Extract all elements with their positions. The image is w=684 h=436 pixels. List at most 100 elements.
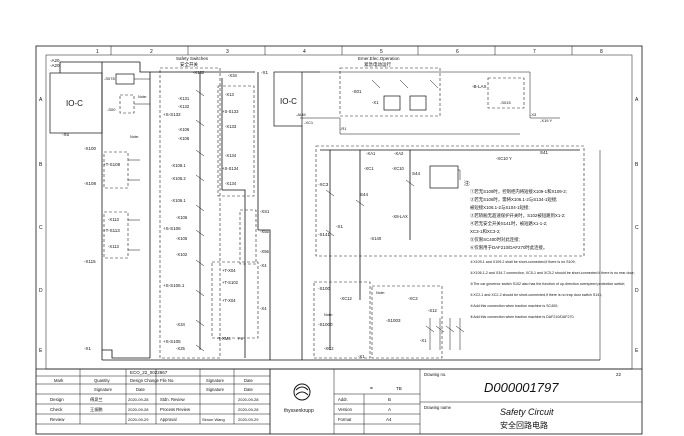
thyssenkrupp-logo: thyssenkrupp	[284, 383, 314, 414]
comp-x13: -X13	[225, 92, 235, 97]
note-cn-title: 注:	[464, 180, 470, 187]
ground-rail-label-top: -A20	[50, 58, 60, 63]
tb-name2-review: Simon Wang	[202, 417, 225, 422]
tb-scale: =	[370, 386, 373, 392]
comp-pe: PE	[238, 336, 244, 341]
tb-drawing-name-en: Safety Circuit	[500, 407, 554, 417]
safety-switches-frame	[159, 67, 221, 359]
comp-s-s132: +S-S132	[163, 112, 181, 117]
comp-x100: -X100	[84, 146, 97, 151]
comp-s015: -B-LAX	[472, 84, 487, 89]
safety-gear-frame	[313, 281, 371, 359]
note-cn-line-6: XC3-1和XC3-2;	[470, 228, 501, 235]
tb-format-value: A4	[386, 417, 392, 422]
comp-xs1: -XS1	[260, 209, 270, 214]
comp-x105: -X105	[176, 236, 188, 241]
row-label-d-left: D	[39, 288, 43, 294]
comp-x4-b: -X4	[260, 306, 267, 311]
title-block: ECO_22_0022867 22 Mark Quantity Design C…	[36, 368, 642, 434]
tb-role-review: Review	[50, 417, 65, 422]
comp-xc12: -XC12	[340, 296, 353, 301]
note-cn-line-3: 被短接X106.1-2与S104-1短接;	[470, 204, 530, 211]
comp-r1: -ALM	[296, 112, 306, 117]
comp-s-s106: +S-S106	[163, 226, 181, 231]
connector-xs-box	[239, 209, 257, 265]
comp-x134b: -X134	[225, 181, 237, 186]
tb-col-date-2: Date	[136, 387, 146, 392]
safety-switches-right-frame	[217, 85, 255, 197]
comp-x1-emer: -X1	[372, 100, 379, 105]
row-label-b-right: B	[635, 162, 639, 168]
comp-x134: -X134	[225, 153, 237, 158]
tb-col-signature: Signature	[206, 378, 225, 383]
tb-date-review: 2020-09-29	[128, 417, 149, 422]
comp-xc8: -S12	[428, 308, 438, 313]
safety-switches-title-cn: 安全开关	[180, 61, 198, 68]
note-cn-line-7: ⑤仅限SC400时对此连接;	[470, 236, 520, 243]
note-en-line-3: ③The car governor switch S102 also has t…	[470, 282, 625, 286]
note-label-2: Note:	[130, 135, 139, 139]
tb-version-value: A	[388, 407, 391, 412]
comp-x132-b: -X132	[178, 104, 190, 109]
comp-x131: -X131	[178, 96, 190, 101]
tb-col-mark: Mark	[54, 378, 64, 383]
col-label-2: 2	[150, 49, 153, 55]
comp-t-s113: +T-S113	[103, 228, 120, 233]
tb-col-date-3: Date	[244, 387, 254, 392]
col-label-6: 6	[456, 49, 459, 55]
comp-x115: -X115	[84, 259, 96, 264]
relay-s015-box	[487, 77, 525, 109]
comp-s1000: -S1003	[386, 318, 401, 323]
io-c-left-label: IO-C	[66, 99, 83, 108]
note-en-line-5: ⑤Add this connection when traction machi…	[470, 304, 558, 308]
row-markers: A B C D E A B C D E	[39, 97, 639, 354]
comp-x25: -X25	[176, 346, 186, 351]
comp-t-xm4-a: +T-X04	[222, 268, 236, 273]
io-c-right-label: IO-C	[280, 97, 297, 106]
col-label-7: 7	[533, 49, 536, 55]
note-en-line-2: ②X106.1-2 and X34-7 connection, XC5-1 an…	[470, 271, 635, 275]
comp-b-lax: -R1	[340, 126, 347, 131]
sensor-s113-box	[103, 211, 129, 259]
comp-s1003: -X1	[420, 338, 427, 343]
tb-addr-value: B	[388, 397, 391, 402]
tb-version-label: Version	[338, 407, 353, 412]
comp-alm: -XC1	[304, 120, 314, 125]
col-label-4: 4	[303, 49, 306, 55]
col-label-3: 3	[226, 49, 229, 55]
comp-x102: -X102	[176, 252, 188, 257]
comp-s078: -S078	[104, 76, 115, 81]
tb-col-change: Design Change File No.	[130, 378, 174, 383]
relay-s44-box	[429, 165, 459, 189]
note-cn-line-8: ⑥仅限用于DAF210/DAF270时此连接。	[470, 244, 547, 251]
note-cn-line-2: ②若无S106时，需将X106.1-2与S134-1短接;	[470, 196, 557, 203]
row-label-a-left: A	[39, 97, 43, 103]
door-contact-frame	[371, 285, 443, 359]
comp-xc1: -XC1	[364, 166, 374, 171]
comp-s101: -XC3	[318, 182, 329, 187]
tb-role-design: Design	[50, 397, 64, 402]
row-label-e-left: E	[39, 348, 43, 354]
comp-t-xm4-c: -T-XM4	[217, 336, 231, 341]
comp-xc10: -XC10	[392, 166, 405, 171]
comp-x1-bot: -X1	[358, 354, 365, 359]
relay-s00-box	[119, 94, 135, 114]
comp-xa1: -XA1	[366, 151, 376, 156]
tb-rev-no: 22	[616, 372, 622, 377]
row-label-d-right: D	[635, 288, 639, 294]
row-label-b-left: B	[39, 162, 43, 168]
switch-contacts-chain	[195, 89, 205, 352]
note-cn-line-5: ④若无安全开关S141时，被短路X1-1-2;	[470, 220, 547, 227]
note-cn-line-1: ①若无S109时，控制柜内将短接X109-1和X109-2;	[470, 188, 567, 195]
comp-s133: +S-S133	[222, 109, 239, 114]
tb-col-quantity: Quantity	[94, 378, 111, 383]
tb-format-label: Format	[338, 417, 352, 422]
row-label-a-right: A	[635, 97, 639, 103]
comp-xc3-b: -XC3	[408, 296, 418, 301]
tb-tb: TB	[396, 386, 402, 391]
note-en-line-6: ⑥Add this connection when traction machi…	[470, 315, 575, 319]
tb-drawing-name-cn: 安全回路电路	[500, 420, 548, 430]
comp-x56: -X56	[260, 249, 270, 254]
sensor-s108-box	[103, 151, 129, 189]
